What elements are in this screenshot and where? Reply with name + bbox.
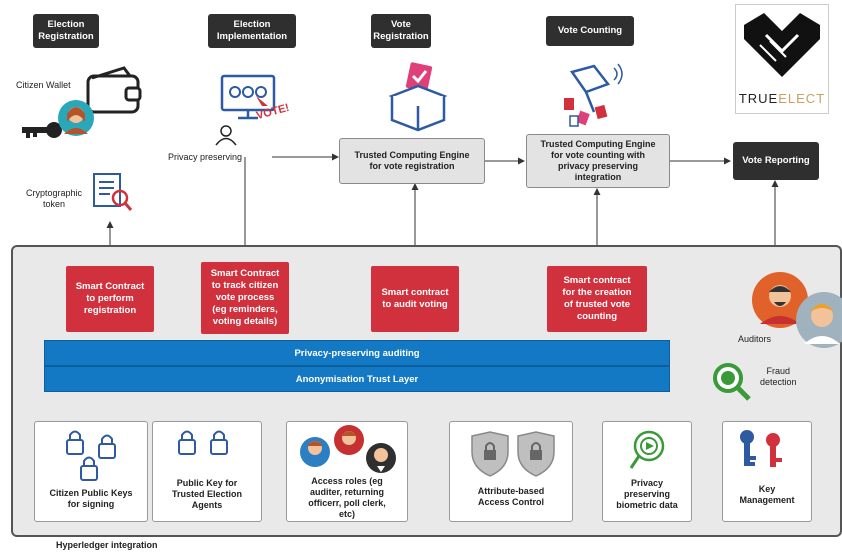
- card-key-management: Key Management: [722, 421, 812, 522]
- citizen-wallet-label: Citizen Wallet: [16, 80, 71, 90]
- citizen-keys-label: Citizen Public Keys for signing: [49, 488, 133, 509]
- trueelect-logo: TRUEELECT: [735, 4, 829, 114]
- ballot-box-icon: [388, 62, 448, 139]
- voter-person-icon: [214, 124, 238, 151]
- smart-contract-registration: Smart Contract to perform registration: [66, 266, 154, 332]
- phase-election-registration: Election Registration: [33, 14, 99, 48]
- smart-contract-audit: Smart contract to audit voting: [371, 266, 459, 332]
- auditors-label: Auditors: [738, 334, 772, 344]
- shield-lock-icon: [471, 431, 555, 477]
- card-abac: Attribute-based Access Control: [449, 421, 573, 522]
- key-management-label: Key Management: [739, 484, 795, 505]
- handshake-icon: [744, 13, 820, 77]
- biometric-label: Privacy preserving biometric data: [616, 478, 678, 510]
- fraud-detection-icon: [712, 362, 752, 407]
- padlock-icon: [66, 430, 116, 481]
- vote-counting-icon: [550, 62, 630, 137]
- agent-keys-label: Public Key for Trusted Election Agents: [171, 478, 242, 510]
- engine-vote-registration: Trusted Computing Engine for vote regist…: [339, 138, 485, 184]
- cryptographic-token-label: Cryptographic token: [26, 188, 83, 209]
- card-agent-keys: Public Key for Trusted Election Agents: [152, 421, 262, 522]
- brand-name: TRUEELECT: [738, 91, 826, 106]
- fraud-detection-label: Fraud detection: [760, 366, 797, 387]
- card-access-roles: Access roles (eg auditer, returning offi…: [286, 421, 408, 522]
- padlock-pair-icon: [178, 430, 228, 455]
- auditor-avatar-icon: [750, 270, 812, 339]
- key-icon: [20, 120, 64, 145]
- smart-contract-track-vote: Smart Contract to track citizen vote pro…: [201, 262, 289, 334]
- biometric-icon: [629, 430, 665, 469]
- wallet-icon: [84, 66, 144, 121]
- auditor-avatar-2-icon: [794, 288, 842, 357]
- anonymisation-trust-layer: Anonymisation Trust Layer: [44, 366, 670, 392]
- smart-contract-counting: Smart contract for the creation of trust…: [547, 266, 647, 332]
- online-voting-icon: [218, 72, 282, 129]
- hyperledger-label: Hyperledger integration: [56, 540, 158, 550]
- people-avatars-icon: [300, 425, 396, 473]
- phase-vote-reporting: Vote Reporting: [733, 142, 819, 180]
- phase-vote-counting: Vote Counting: [546, 16, 634, 46]
- citizen-avatar-icon: [58, 98, 94, 143]
- card-biometric: Privacy preserving biometric data: [602, 421, 692, 522]
- phase-vote-registration: Vote Registration: [371, 14, 431, 48]
- privacy-preserving-label: Privacy preserving: [168, 152, 243, 162]
- abac-label: Attribute-based Access Control: [477, 486, 545, 507]
- token-document-icon: [90, 170, 134, 219]
- access-roles-label: Access roles (eg auditer, returning offi…: [308, 476, 386, 519]
- card-citizen-keys: Citizen Public Keys for signing: [34, 421, 148, 522]
- engine-vote-counting: Trusted Computing Engine for vote counti…: [526, 134, 670, 188]
- privacy-auditing-layer: Privacy-preserving auditing: [44, 340, 670, 366]
- phase-election-implementation: Election Implementation: [208, 14, 296, 48]
- keys-icon: [740, 430, 782, 467]
